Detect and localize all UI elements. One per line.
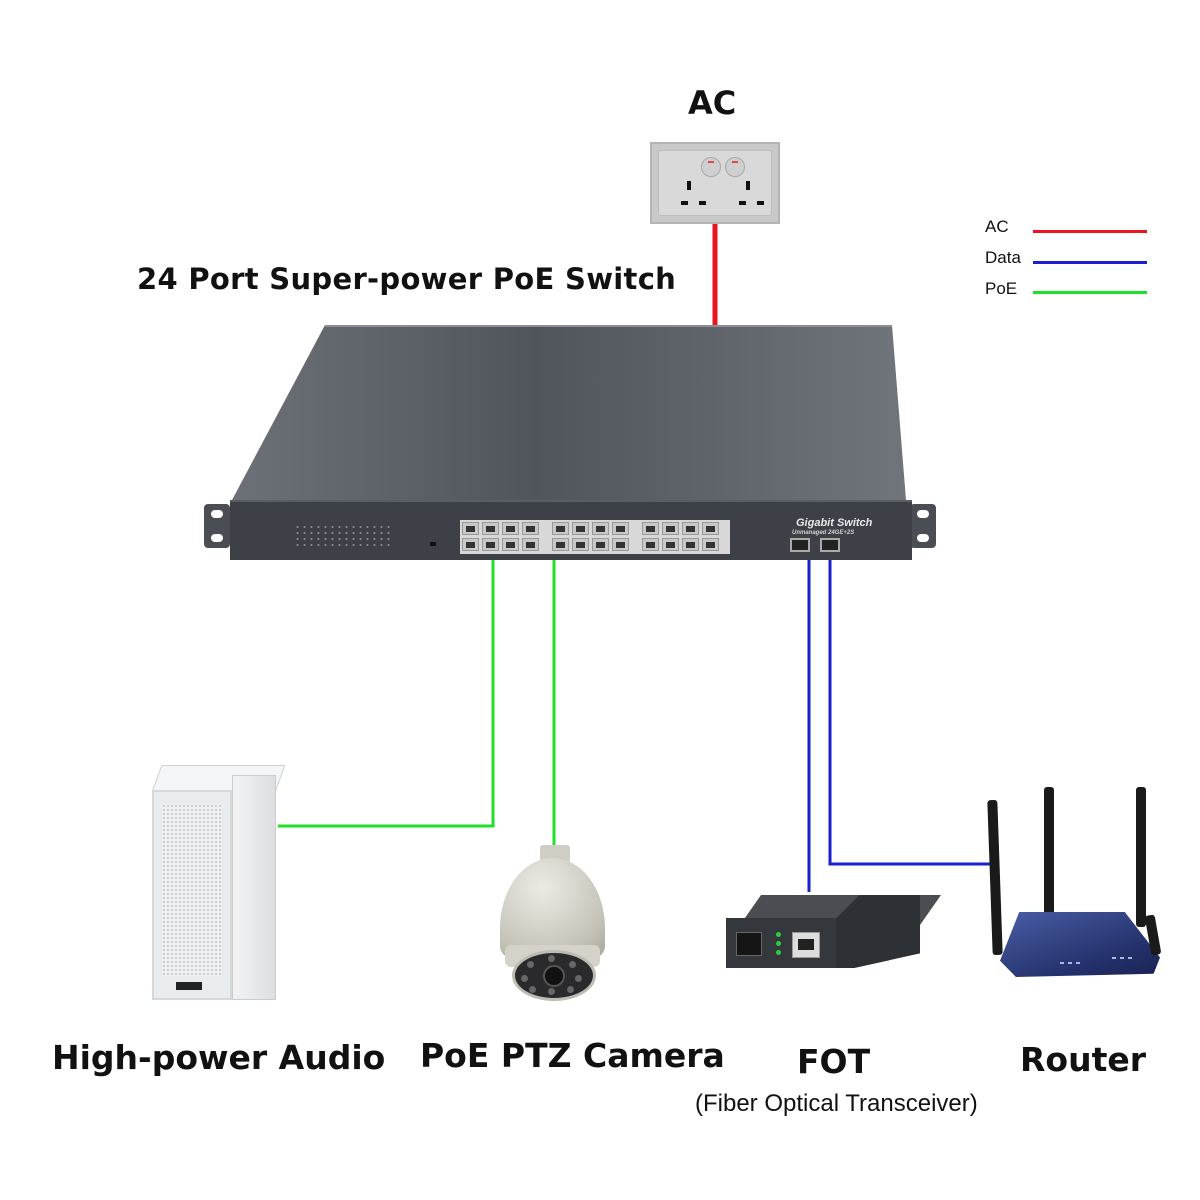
switch-title: 24 Port Super-power PoE Switch: [137, 262, 677, 296]
switch-front-panel: [230, 500, 912, 560]
legend-poe-line: [1033, 291, 1147, 294]
data-wire-router: [828, 556, 992, 866]
device-label-audio: High-power Audio: [52, 1038, 386, 1077]
device-sublabel-fot: (Fiber Optical Transceiver): [695, 1090, 978, 1117]
ac-label: AC: [688, 84, 737, 122]
fot-rj45-port: [792, 932, 820, 958]
sfp-port-2: [820, 538, 840, 552]
speaker-logo: [176, 982, 202, 990]
mode-switch: [430, 542, 436, 546]
switch-model-text: Unmanaged 24GE+2S: [792, 530, 855, 536]
rj45-port-block: [460, 520, 730, 554]
device-label-fot: FOT: [797, 1042, 871, 1081]
router-antenna-2: [1044, 787, 1054, 927]
switch-brand-text: Gigabit Switch: [796, 517, 873, 529]
camera-lens: [543, 965, 565, 987]
legend-ac-label: AC: [985, 217, 1009, 236]
legend-data-label: Data: [985, 248, 1021, 267]
device-label-camera: PoE PTZ Camera: [420, 1036, 725, 1075]
legend-poe-label: PoE: [985, 279, 1018, 298]
fot-front-panel: [726, 918, 836, 968]
rack-ear-right: [910, 504, 936, 548]
speaker-front: [152, 790, 232, 1000]
poe-wire-audio: [278, 556, 495, 828]
fiber-sc-port: [736, 932, 762, 956]
router-antenna-3: [1136, 787, 1146, 927]
rack-ear-left: [204, 504, 230, 548]
legend-data-line: [1033, 261, 1147, 264]
camera-head: [512, 950, 596, 1001]
socket-switch-1: [701, 157, 721, 177]
ac-wall-socket: [650, 142, 780, 224]
sfp-port-1: [790, 538, 810, 552]
socket-switch-2: [725, 157, 745, 177]
device-label-router: Router: [1020, 1040, 1147, 1079]
legend-ac-line: [1033, 230, 1147, 233]
led-indicator-panel: [294, 524, 394, 546]
switch-top-panel: [232, 325, 906, 500]
speaker-side: [232, 775, 276, 1000]
